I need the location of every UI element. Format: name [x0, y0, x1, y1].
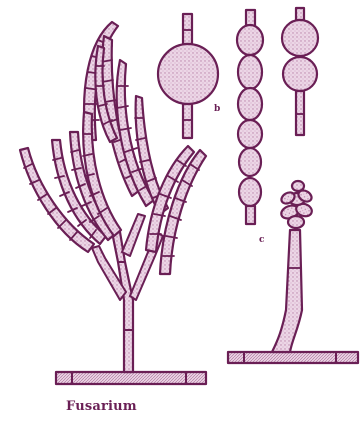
label-c: c [259, 235, 264, 245]
label-b: b [214, 104, 220, 114]
basal-hypha [56, 372, 206, 384]
figure-caption: Fusarium [66, 399, 137, 414]
basal-hypha-right [228, 352, 358, 363]
microconidia-head [279, 181, 313, 228]
chlamydospore-chain [237, 10, 263, 224]
branch-right-upper [122, 214, 145, 256]
chlamydospore-single [158, 14, 218, 138]
phialide [272, 230, 302, 352]
chlamydospore-pair [282, 8, 318, 135]
